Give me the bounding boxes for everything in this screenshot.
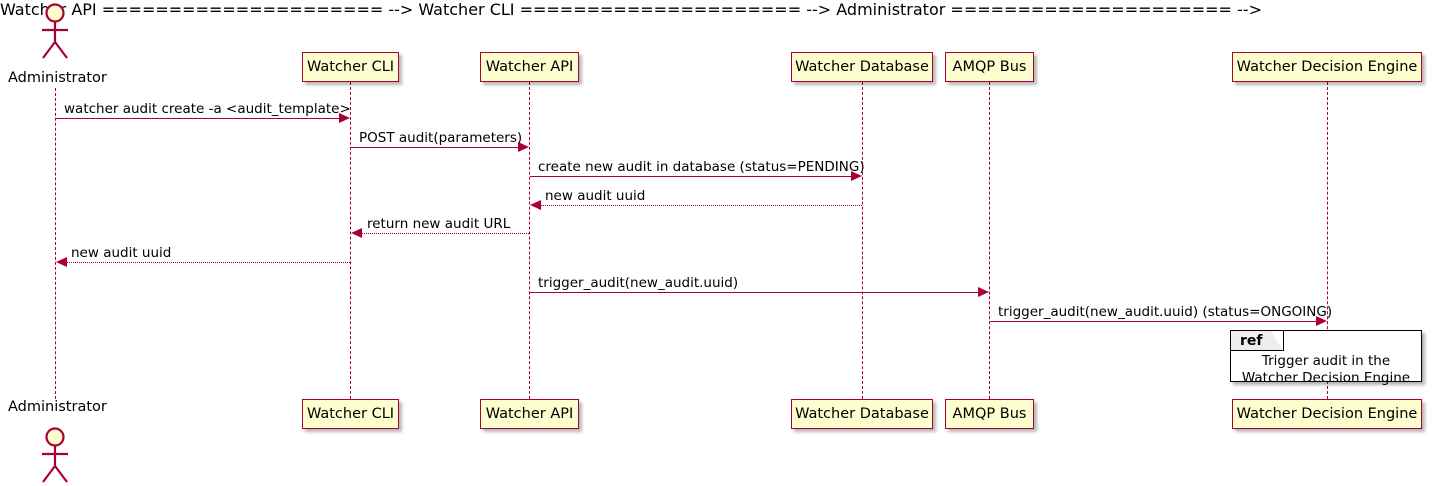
lifeline-watcher-decision-engine: [1327, 82, 1328, 399]
message-label-6: new audit uuid: [71, 245, 172, 261]
participant-amqp-bus-top[interactable]: AMQP Bus: [945, 52, 1034, 82]
message-label-3: create new audit in database (status=PEN…: [538, 159, 865, 175]
message-arrowhead-3: [851, 171, 862, 181]
participant-amqp-bus-bottom[interactable]: AMQP Bus: [945, 399, 1034, 429]
ref-fragment-tab-notch-icon: [1270, 331, 1283, 351]
lifeline-watcher-cli: [350, 82, 351, 399]
participant-watcher-api-bottom[interactable]: Watcher API: [480, 399, 579, 429]
participant-watcher-decision-engine-bottom[interactable]: Watcher Decision Engine: [1232, 399, 1422, 429]
ref-fragment-tab: ref: [1231, 331, 1284, 351]
participant-watcher-cli-bottom[interactable]: Watcher CLI: [302, 399, 399, 429]
ref-fragment-tab-label: ref: [1240, 332, 1263, 349]
ref-fragment-line-1: Trigger audit in the: [1261, 353, 1391, 369]
message-label-1: watcher audit create -a <audit_template>: [64, 101, 351, 117]
message-arrowhead-4: [530, 200, 541, 210]
message-label-7: trigger_audit(new_audit.uuid): [538, 275, 739, 291]
message-line-6: [67, 262, 350, 263]
message-line-2: [351, 147, 518, 148]
message-line-1: [56, 118, 339, 119]
ref-fragment[interactable]: ref Trigger audit in the Watcher Decisio…: [1230, 330, 1422, 386]
message-label-8: trigger_audit(new_audit.uuid) (status=ON…: [998, 304, 1333, 320]
lifeline-administrator: [55, 88, 56, 399]
message-arrowhead-1: [339, 113, 350, 123]
message-line-8: [990, 321, 1316, 322]
message-arrowhead-2: [518, 142, 529, 152]
ref-fragment-line-2: Watcher Decision Engine: [1241, 370, 1411, 386]
participant-watcher-cli-top[interactable]: Watcher CLI: [302, 52, 399, 82]
actor-administrator-bottom: [42, 427, 68, 483]
lifeline-watcher-api: [529, 82, 530, 399]
message-line-5: [362, 233, 529, 234]
actor-label-bottom: Administrator: [8, 399, 107, 415]
participant-watcher-database-top[interactable]: Watcher Database: [791, 52, 933, 82]
actor-label-top: Administrator: [8, 70, 107, 86]
lifeline-amqp-bus: [989, 82, 990, 399]
message-label-2: POST audit(parameters): [359, 130, 523, 146]
participant-watcher-api-top[interactable]: Watcher API: [480, 52, 579, 82]
message-arrowhead-8: [1316, 316, 1327, 326]
lifeline-watcher-database: [862, 82, 863, 399]
message-line-3: [530, 176, 851, 177]
message-arrowhead-7: [978, 287, 989, 297]
actor-administrator-top: [42, 3, 68, 59]
message-arrowhead-5: [351, 228, 362, 238]
message-label-5: return new audit URL: [367, 216, 511, 232]
participant-watcher-decision-engine-top[interactable]: Watcher Decision Engine: [1232, 52, 1422, 82]
message-label-4: new audit uuid: [545, 188, 646, 204]
ref-fragment-body: Trigger audit in the Watcher Decision En…: [1231, 353, 1421, 387]
message-arrowhead-6: [56, 257, 67, 267]
message-line-4: [541, 205, 862, 206]
message-line-7: [530, 292, 978, 293]
participant-watcher-database-bottom[interactable]: Watcher Database: [791, 399, 933, 429]
